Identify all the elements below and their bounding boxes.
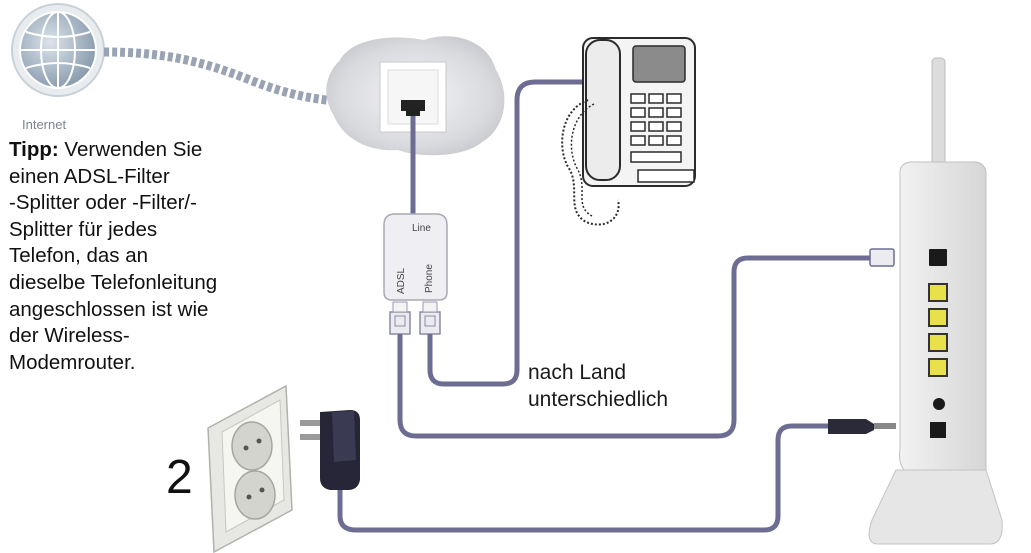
country-note-line: nach Land: [528, 361, 627, 384]
tip-line: dieselbe Telefonleitung: [9, 270, 218, 294]
router: [868, 57, 1003, 545]
country-note-line: unterschiedlich: [528, 388, 669, 411]
wall-jack: [326, 36, 505, 156]
telephone-icon: [561, 37, 696, 226]
power-adapter-icon: [300, 410, 360, 490]
router-rj-plug: [869, 248, 895, 267]
phone-cable: [427, 79, 583, 387]
tip-line: Splitter für jedes: [9, 217, 158, 241]
step-number: 2: [166, 451, 193, 504]
tip-heading: Tipp:: [9, 138, 59, 161]
tip-line: -Splitter oder -Filter/-: [9, 191, 197, 215]
globe-icon: [11, 3, 105, 97]
adsl-splitter: Line ADSL Phone: [383, 213, 448, 335]
power-cable: [337, 423, 830, 533]
tip-line: angeschlossen ist wie: [9, 297, 209, 321]
tip-text: Tipp: Verwenden Sie einen ADSL-Filter -S…: [9, 137, 309, 376]
splitter-adsl-label: ADSL: [396, 267, 407, 294]
tip-line: Modemrouter.: [9, 350, 136, 374]
tip-line: einen ADSL-Filter: [9, 164, 170, 188]
internet-label: Internet: [22, 117, 67, 132]
tip-line: Telefon, das an: [9, 244, 149, 268]
country-note: nach Land unterschiedlich: [528, 359, 668, 413]
power-plug: [828, 419, 874, 434]
power-outlet: [207, 384, 293, 553]
tip-line: der Wireless-: [9, 324, 130, 348]
splitter-phone-label: Phone: [424, 264, 435, 293]
adsl-cable: [397, 255, 870, 439]
power-plug-tip: [874, 423, 896, 429]
splitter-line-label: Line: [412, 223, 431, 234]
internet-link: [103, 47, 346, 107]
tip-line: Verwenden Sie: [64, 138, 203, 161]
